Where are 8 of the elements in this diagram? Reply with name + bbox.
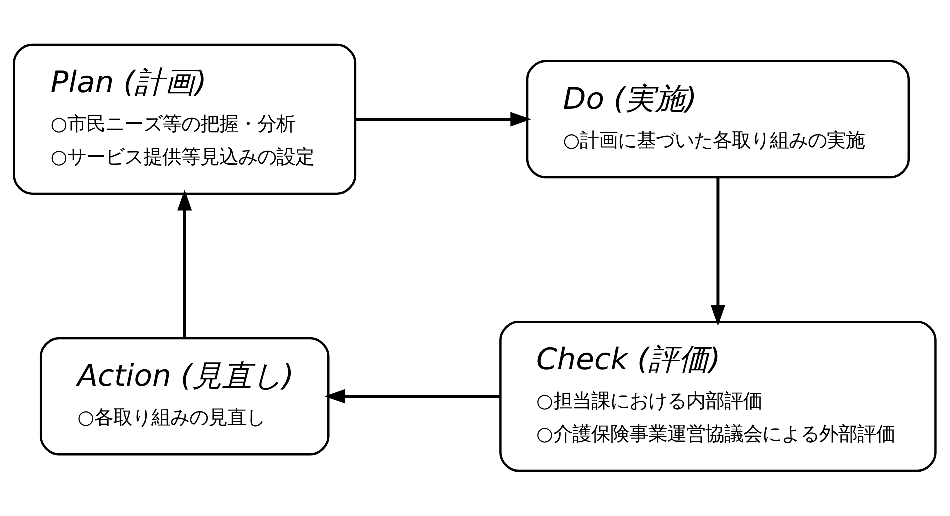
arrow [324,389,500,404]
arrow [710,178,726,326]
arrow [178,190,192,338]
node-box: Check (評価) ○担当課における内部評価 ○介護保険事業運営協議会による外部評価 [500,320,937,472]
node-box: Do (実施) ○計画に基づいた各取り組みの実施 [526,60,910,179]
node-box: Action (見直し) ○各取り組みの見直し [40,337,330,456]
arrow [356,112,532,127]
node-box: Plan (計画) ○市民ニーズ等の把握・分析 ○サービス提供等見込みの設定 [13,44,357,196]
